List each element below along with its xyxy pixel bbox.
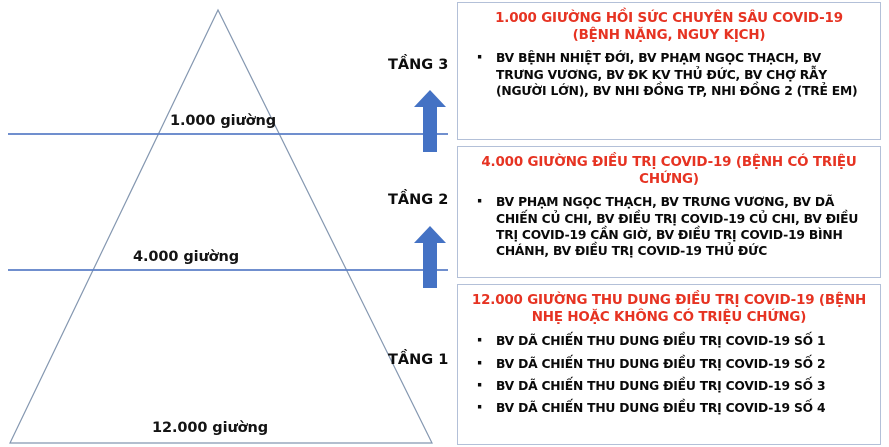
pyramid-bed-label-1000: 1.000 giường [170, 113, 277, 129]
tier-label-1: TẦNG 1 [388, 352, 449, 368]
list-item: BV DÃ CHIẾN THU DUNG ĐIỀU TRỊ COVID-19 S… [466, 351, 872, 374]
list-item: BV DÃ CHIẾN THU DUNG ĐIỀU TRỊ COVID-19 S… [466, 329, 872, 352]
tier2-hospital-list: BV PHẠM NGỌC THẠCH, BV TRƯNG VƯƠNG, BV D… [466, 190, 872, 259]
tier2-box-title: 4.000 GIƯỜNG ĐIỀU TRỊ COVID-19 (BỆNH CÓ … [481, 155, 857, 187]
tier2-info-box: 4.000 GIƯỜNG ĐIỀU TRỊ COVID-19 (BỆNH CÓ … [457, 146, 881, 278]
tier3-box-title: 1.000 GIƯỜNG HỒI SỨC CHUYÊN SÂU COVID-19… [495, 11, 843, 43]
list-item: BV DÃ CHIẾN THU DUNG ĐIỀU TRỊ COVID-19 S… [466, 396, 872, 419]
pyramid-panel: 1.000 giường 4.000 giường 12.000 giường … [8, 8, 449, 444]
list-item: BV PHẠM NGỌC THẠCH, BV TRƯNG VƯƠNG, BV D… [466, 190, 872, 259]
tier3-hospital-list: BV BỆNH NHIỆT ĐỚI, BV PHẠM NGỌC THẠCH, B… [466, 46, 872, 99]
arrow-up-icon-tier3 [414, 90, 446, 152]
triangle-outline [9, 8, 433, 444]
tier-label-3: TẦNG 3 [388, 57, 449, 73]
pyramid-graphic [8, 8, 448, 444]
list-item: BV DÃ CHIẾN THU DUNG ĐIỀU TRỊ COVID-19 S… [466, 374, 872, 397]
tier3-info-box: 1.000 GIƯỜNG HỒI SỨC CHUYÊN SÂU COVID-19… [457, 2, 881, 140]
tier1-box-title: 12.000 GIƯỜNG THU DUNG ĐIỀU TRỊ COVID-19… [471, 293, 867, 325]
tier1-hospital-list: BV DÃ CHIẾN THU DUNG ĐIỀU TRỊ COVID-19 S… [466, 329, 872, 419]
list-item: BV BỆNH NHIỆT ĐỚI, BV PHẠM NGỌC THẠCH, B… [466, 46, 872, 99]
pyramid-bed-label-4000: 4.000 giường [133, 249, 240, 265]
arrow-up-icon-tier2 [414, 226, 446, 288]
pyramid-bed-label-12000: 12.000 giường [152, 420, 269, 436]
tier-label-2: TẦNG 2 [388, 192, 449, 208]
tier1-info-box: 12.000 GIƯỜNG THU DUNG ĐIỀU TRỊ COVID-19… [457, 284, 881, 445]
